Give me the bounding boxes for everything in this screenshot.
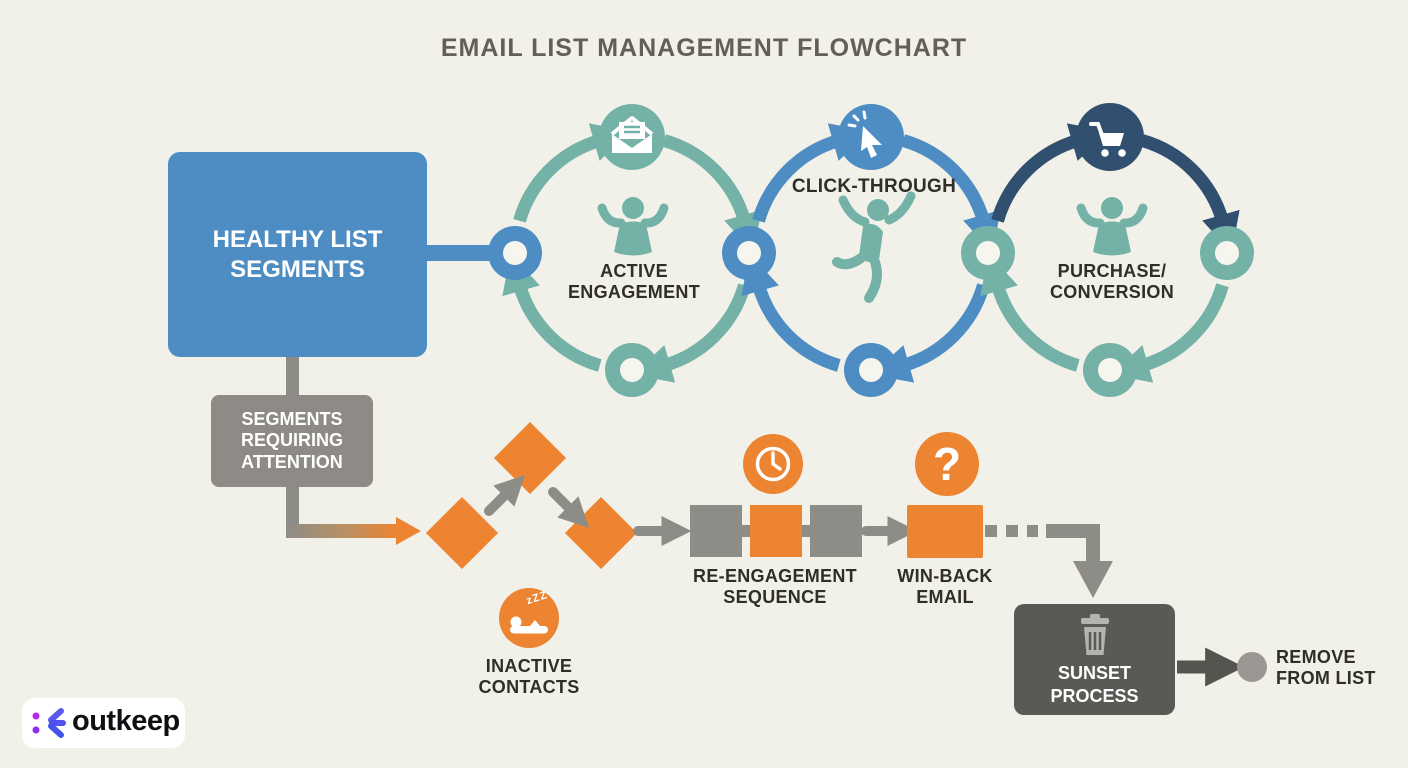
cursor-click-icon bbox=[838, 104, 904, 170]
remove-endpoint-dot bbox=[1237, 652, 1267, 682]
cycle-click-through-arcs bbox=[741, 123, 1001, 383]
label-reengagement-sequence: RE-ENGAGEMENT SEQUENCE bbox=[693, 566, 857, 608]
svg-text:?: ? bbox=[933, 438, 961, 490]
elbow-connector bbox=[1046, 524, 1100, 563]
person-arms-raised-icon bbox=[1076, 197, 1148, 256]
winback-block bbox=[907, 505, 983, 558]
dashed-connector bbox=[985, 525, 1038, 537]
page-title: EMAIL LIST MANAGEMENT FLOWCHART bbox=[440, 34, 968, 62]
cycle-nodes bbox=[488, 226, 1254, 397]
label-active-engagement: ACTIVE ENGAGEMENT bbox=[567, 261, 701, 303]
label-remove-from-list: REMOVE FROM LIST bbox=[1276, 647, 1376, 689]
logo-text: outkeep bbox=[72, 705, 180, 737]
healthy-box-label: HEALTHY LIST SEGMENTS bbox=[212, 225, 383, 283]
segments-attention-box: SEGMENTS REQUIRING ATTENTION bbox=[211, 395, 373, 487]
question-icon: ? bbox=[915, 432, 979, 496]
attention-horizontal-connector bbox=[286, 524, 398, 538]
trash-icon bbox=[1080, 614, 1109, 655]
label-inactive-contacts: INACTIVE CONTACTS bbox=[478, 656, 580, 698]
sequence-squares bbox=[690, 505, 862, 557]
label-click-through: CLICK-THROUGH bbox=[791, 176, 957, 197]
down-arrowhead bbox=[1073, 561, 1113, 598]
sunset-box-label: SUNSET PROCESS bbox=[1050, 663, 1139, 706]
sleeping-contact-icon bbox=[499, 588, 559, 648]
healthy-list-segments-box: HEALTHY LIST SEGMENTS bbox=[168, 152, 427, 357]
label-purchase-conversion: PURCHASE/ CONVERSION bbox=[1049, 261, 1175, 303]
shopping-cart-icon bbox=[1076, 103, 1144, 171]
clock-icon bbox=[743, 434, 803, 494]
envelope-open-icon bbox=[599, 104, 665, 170]
orange-arrowhead bbox=[396, 517, 421, 545]
diamond-zigzag-arrows bbox=[484, 474, 692, 546]
person-jumping-icon bbox=[832, 191, 916, 303]
attention-box-label: SEGMENTS REQUIRING ATTENTION bbox=[240, 408, 343, 472]
sunset-process-box: SUNSET PROCESS bbox=[1014, 604, 1175, 715]
decision-diamonds bbox=[425, 421, 638, 570]
cycle-active-engagement-arcs bbox=[502, 123, 762, 383]
cycle-purchase-conversion-arcs bbox=[980, 123, 1240, 383]
outkeep-logo: outkeep bbox=[22, 698, 185, 748]
person-arms-raised-icon bbox=[597, 197, 669, 256]
outkeep-asterisk-icon bbox=[32, 706, 66, 740]
label-winback-email: WIN-BACK EMAIL bbox=[897, 566, 993, 608]
